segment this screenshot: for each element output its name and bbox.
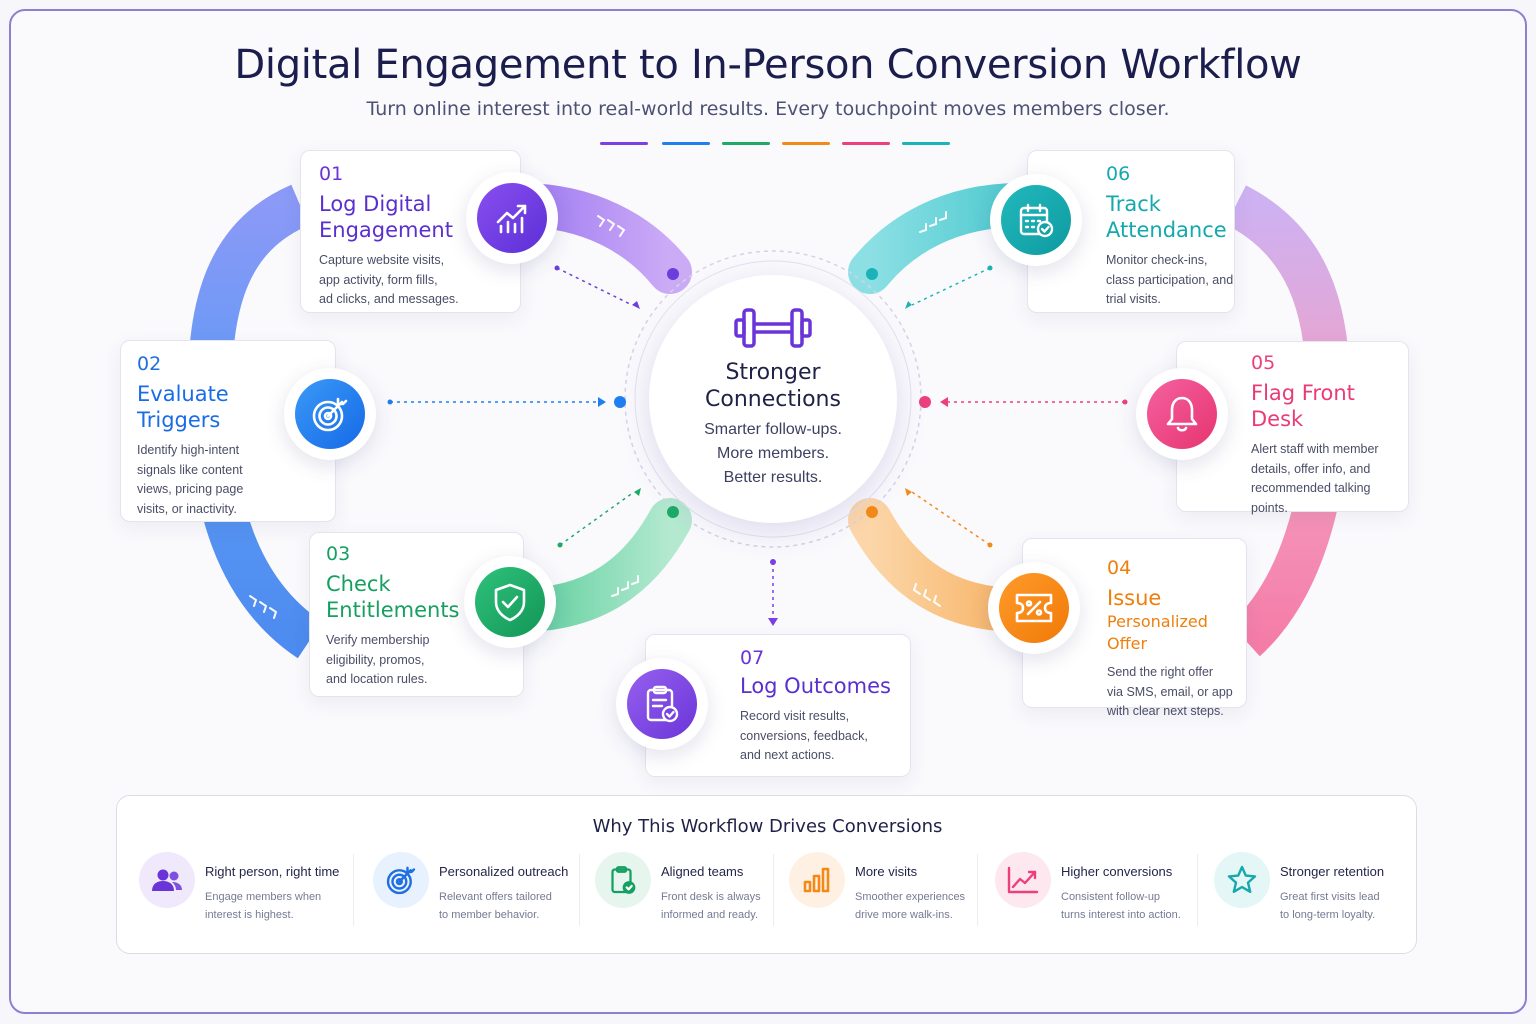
step-number: 06 [1106, 163, 1131, 185]
benefit-title: Higher conversions [1061, 864, 1173, 879]
page-title: Digital Engagement to In-Person Conversi… [234, 42, 1302, 88]
accent-rule [842, 142, 890, 145]
benefit-title: Personalized outreach [439, 864, 569, 879]
bar-chart-icon [789, 852, 845, 908]
calendar-check-icon [1019, 203, 1054, 238]
benefits-title: Why This Workflow Drives Conversions [592, 816, 943, 837]
benefits-panel: Why This Workflow Drives Conversions Rig… [116, 795, 1417, 954]
step-icon-03 [464, 556, 556, 648]
trend-up-icon [995, 852, 1051, 908]
users-icon [139, 852, 195, 908]
divider [977, 854, 978, 926]
target-icon [312, 397, 348, 432]
accent-rule [662, 142, 710, 145]
shield-check-icon [494, 583, 526, 622]
chart-up-icon [496, 204, 527, 234]
step-icon-07 [616, 658, 708, 750]
step-number: 04 [1107, 557, 1132, 579]
ticket-percent-icon [1015, 593, 1053, 623]
step-icon-05 [1136, 368, 1228, 460]
step-icon-01 [466, 172, 558, 264]
clipboard-check-icon [595, 852, 651, 908]
bell-icon [1166, 396, 1198, 432]
accent-rule [722, 142, 770, 145]
center-line: More members. [716, 445, 830, 462]
step-number: 02 [137, 353, 162, 375]
accent-rule [902, 142, 950, 145]
center-hub: Stronger Connections Smarter follow-ups.… [649, 275, 897, 523]
step-description: Monitor check-ins,class participation, a… [1106, 253, 1234, 306]
benefit-title: Stronger retention [1280, 864, 1385, 879]
step-number: 03 [326, 543, 351, 565]
dumbbell-icon [734, 308, 812, 348]
step-description: Record visit results,conversions, feedba… [740, 709, 868, 762]
clipboard-check-icon [646, 685, 679, 723]
step-icon-06 [990, 174, 1082, 266]
accent-rule [782, 142, 830, 145]
divider [1197, 854, 1198, 926]
benefit-title: More visits [855, 864, 918, 879]
step-number: 01 [319, 163, 344, 185]
step-icon-02 [284, 368, 376, 460]
step-title: Flag Front Desk [1251, 381, 1355, 431]
page-subtitle: Turn online interest into real-world res… [366, 98, 1170, 120]
step-description: Capture website visits,app activity, for… [319, 253, 459, 306]
center-title: Stronger Connections [705, 360, 841, 412]
divider [773, 854, 774, 926]
star-icon [1214, 852, 1270, 908]
center-line: Better results. [723, 469, 823, 486]
divider [579, 854, 580, 926]
divider [353, 854, 354, 926]
benefit-title: Aligned teams [661, 864, 744, 879]
benefit-title: Right person, right time [205, 864, 340, 879]
accent-rule [600, 142, 648, 145]
step-icon-04 [988, 562, 1080, 654]
target-icon [373, 852, 429, 908]
step-number: 07 [740, 647, 765, 669]
center-line: Smarter follow-ups. [704, 421, 842, 438]
step-number: 05 [1251, 352, 1276, 374]
step-title: Log Outcomes [740, 674, 891, 698]
